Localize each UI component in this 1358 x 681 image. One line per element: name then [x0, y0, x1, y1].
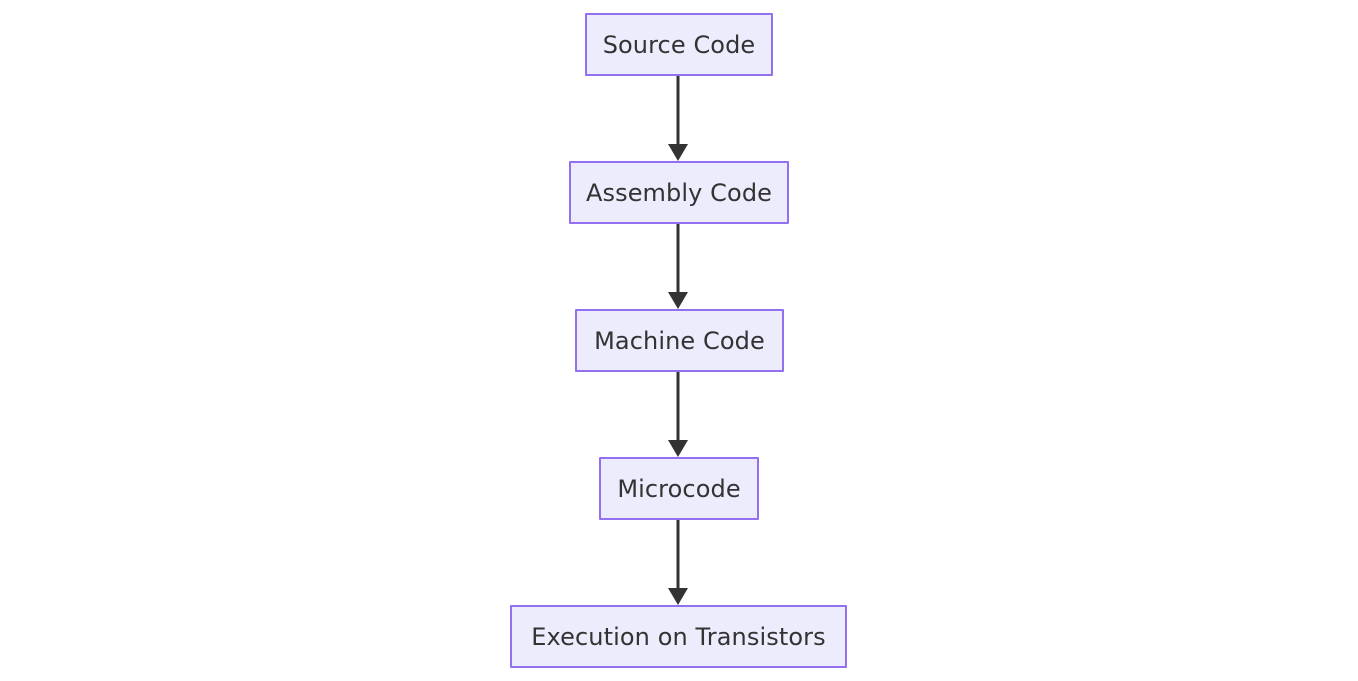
node-assembly-code[interactable]: Assembly Code: [569, 161, 789, 224]
node-microcode[interactable]: Microcode: [599, 457, 759, 520]
node-label-execution-on-transistors: Execution on Transistors: [531, 622, 826, 651]
arrow-icon: [668, 372, 688, 457]
edge-assembly-code-to-machine-code: [658, 224, 698, 310]
node-label-microcode: Microcode: [617, 474, 741, 503]
node-label-source-code: Source Code: [602, 30, 756, 59]
arrow-icon: [668, 224, 688, 309]
edge-source-code-to-assembly-code: [658, 76, 698, 162]
node-label-assembly-code: Assembly Code: [585, 178, 773, 207]
edge-machine-code-to-microcode: [658, 372, 698, 458]
node-label-machine-code: Machine Code: [594, 326, 765, 355]
arrow-icon: [668, 520, 688, 605]
arrow-icon: [668, 76, 688, 161]
edge-microcode-to-execution-on-transistors: [658, 520, 698, 606]
node-machine-code[interactable]: Machine Code: [575, 309, 784, 372]
node-execution-on-transistors[interactable]: Execution on Transistors: [510, 605, 847, 668]
node-source-code[interactable]: Source Code: [585, 13, 773, 76]
